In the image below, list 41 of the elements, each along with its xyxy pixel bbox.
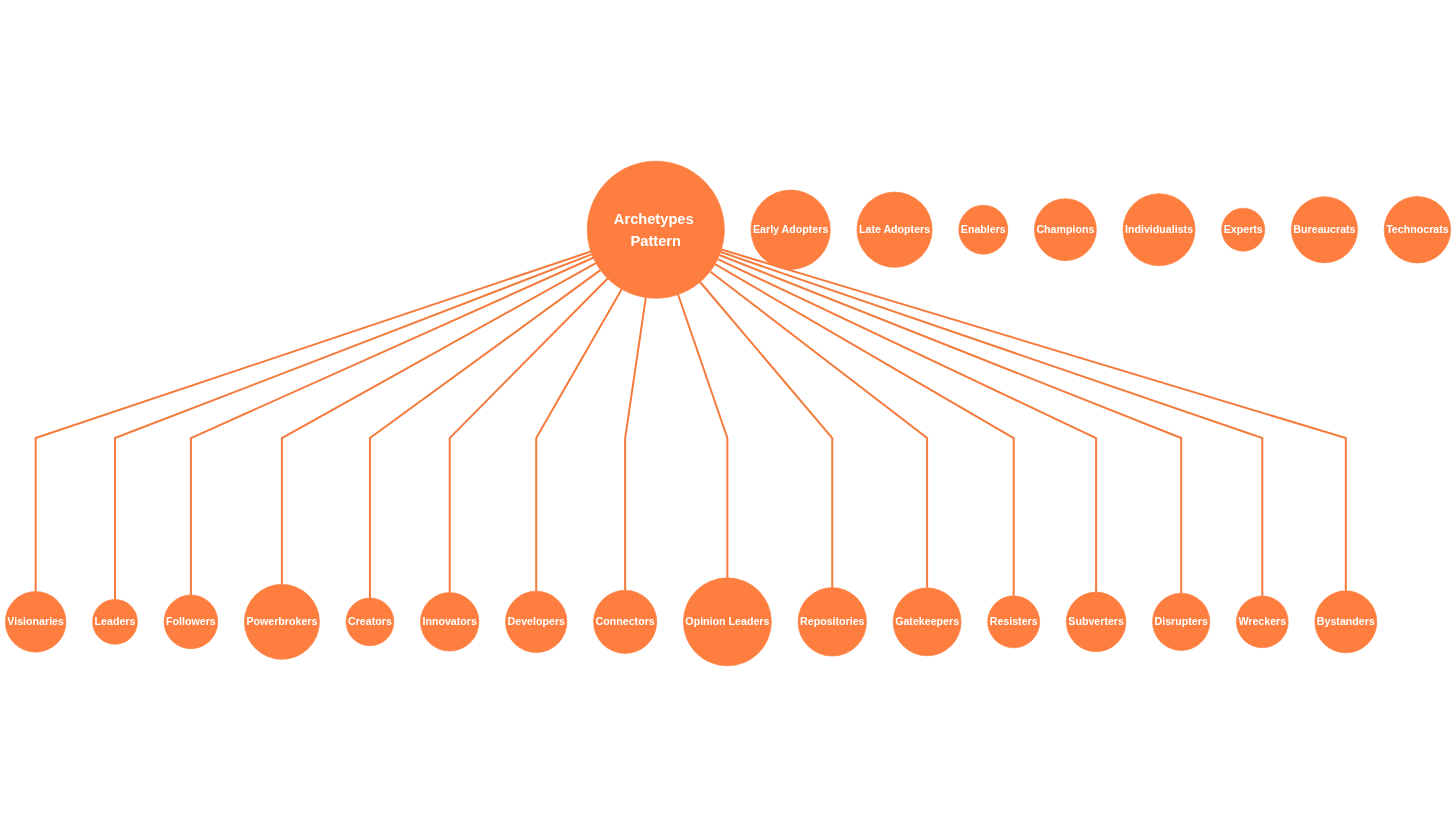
node-circle: Innovators bbox=[420, 592, 480, 652]
node-circle: Early Adopters bbox=[750, 189, 831, 270]
node-circle: Developers bbox=[505, 590, 568, 653]
node-circle: Individualists bbox=[1122, 193, 1196, 267]
node-circle: Bystanders bbox=[1314, 590, 1378, 654]
node-circle: Leaders bbox=[92, 599, 138, 645]
node-circle: Repositories bbox=[797, 587, 867, 657]
node-circle: Creators bbox=[345, 597, 395, 647]
node-circle: Followers bbox=[163, 594, 219, 650]
connector bbox=[720, 248, 1347, 592]
node-circle: Archetypes Pattern bbox=[586, 160, 725, 299]
connector bbox=[699, 281, 834, 589]
connector bbox=[709, 270, 929, 589]
node-circle: Late Adopters bbox=[856, 191, 933, 268]
connector bbox=[624, 296, 647, 592]
node-circle: Powerbrokers bbox=[244, 584, 320, 660]
node-circle: Visionaries bbox=[5, 591, 67, 653]
node-circle: Disrupters bbox=[1152, 592, 1211, 651]
node-circle: Opinion Leaders bbox=[683, 577, 772, 667]
connector bbox=[114, 253, 593, 601]
node-circle: Champions bbox=[1034, 198, 1097, 262]
node-circle: Bureaucrats bbox=[1291, 196, 1358, 264]
node-circle: Resisters bbox=[987, 595, 1040, 649]
connector bbox=[677, 293, 729, 579]
node-circle: Gatekeepers bbox=[892, 587, 962, 657]
connector bbox=[448, 277, 609, 594]
connector bbox=[368, 269, 602, 599]
connector bbox=[716, 258, 1098, 593]
node-circle: Wreckers bbox=[1236, 595, 1289, 649]
connector bbox=[718, 254, 1183, 595]
node-circle: Subverters bbox=[1065, 591, 1127, 652]
connector bbox=[280, 262, 597, 586]
node-circle: Technocrats bbox=[1383, 196, 1451, 264]
connector bbox=[189, 256, 595, 596]
node-circle: Experts bbox=[1221, 207, 1266, 252]
connector bbox=[535, 288, 623, 593]
connector bbox=[34, 250, 592, 593]
connector bbox=[714, 263, 1015, 597]
connector bbox=[719, 251, 1264, 597]
node-circle: Connectors bbox=[593, 589, 658, 654]
node-circle: Enablers bbox=[958, 204, 1009, 255]
